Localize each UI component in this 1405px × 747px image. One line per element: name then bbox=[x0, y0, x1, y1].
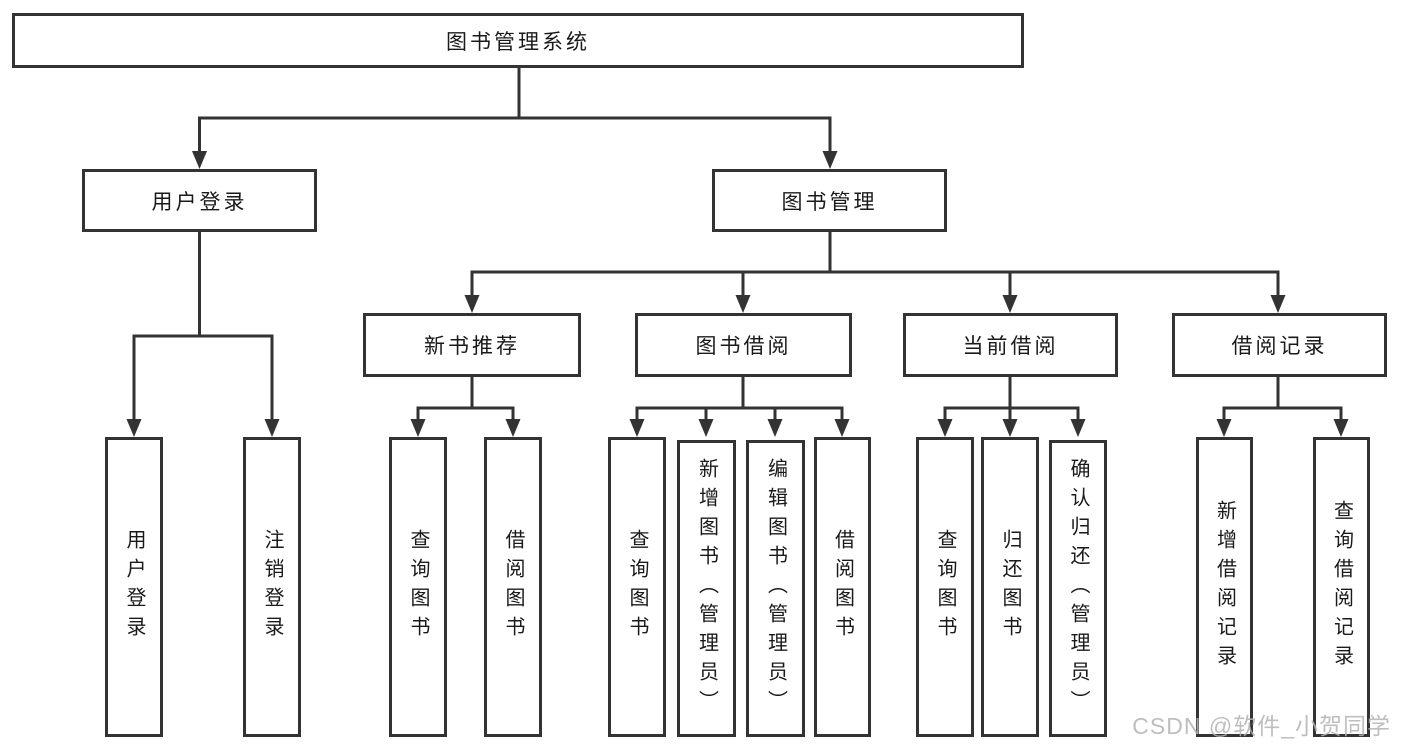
leaf-query-books-1: 查询图书 bbox=[389, 437, 447, 737]
node-new-book-recommend: 新书推荐 bbox=[363, 313, 581, 377]
leaf-label: 借阅图书 bbox=[831, 529, 854, 645]
leaf-add-book-admin: 新增图书（管理员） bbox=[677, 440, 736, 737]
leaf-borrow-books-2: 借阅图书 bbox=[814, 437, 871, 737]
leaf-query-books-3: 查询图书 bbox=[916, 437, 974, 737]
leaf-label: 归还图书 bbox=[999, 529, 1021, 645]
watermark: CSDN @软件_小贺同学 bbox=[1132, 713, 1391, 739]
leaf-label: 新增图书（管理员） bbox=[695, 458, 718, 719]
leaf-return-books: 归还图书 bbox=[981, 437, 1039, 737]
node-book-borrow: 图书借阅 bbox=[635, 313, 852, 377]
leaf-label: 查询图书 bbox=[626, 529, 648, 645]
leaf-label: 查询图书 bbox=[934, 529, 956, 645]
node-current-borrow: 当前借阅 bbox=[903, 313, 1118, 377]
leaf-add-borrow-record: 新增借阅记录 bbox=[1196, 437, 1253, 737]
leaf-query-borrow-record: 查询借阅记录 bbox=[1313, 437, 1370, 737]
node-root: 图书管理系统 bbox=[12, 13, 1024, 68]
leaf-label: 用户登录 bbox=[123, 529, 145, 645]
leaf-borrow-books-1: 借阅图书 bbox=[484, 437, 542, 737]
node-borrow-records: 借阅记录 bbox=[1172, 313, 1387, 377]
leaf-label: 查询借阅记录 bbox=[1330, 500, 1353, 674]
leaf-label: 编辑图书（管理员） bbox=[764, 458, 787, 719]
leaf-user-login: 用户登录 bbox=[105, 437, 163, 737]
leaf-label: 新增借阅记录 bbox=[1213, 500, 1236, 674]
leaf-label: 借阅图书 bbox=[502, 529, 524, 645]
node-book-management: 图书管理 bbox=[712, 169, 947, 232]
node-user-login: 用户登录 bbox=[82, 169, 317, 232]
leaf-edit-book-admin: 编辑图书（管理员） bbox=[746, 440, 805, 737]
leaf-query-books-2: 查询图书 bbox=[608, 437, 666, 737]
leaf-logout-login: 注销登录 bbox=[243, 437, 301, 737]
leaf-label: 查询图书 bbox=[407, 529, 429, 645]
leaf-label: 注销登录 bbox=[261, 529, 283, 645]
leaf-confirm-return-admin: 确认归还（管理员） bbox=[1049, 440, 1107, 737]
leaf-label: 确认归还（管理员） bbox=[1067, 458, 1089, 719]
